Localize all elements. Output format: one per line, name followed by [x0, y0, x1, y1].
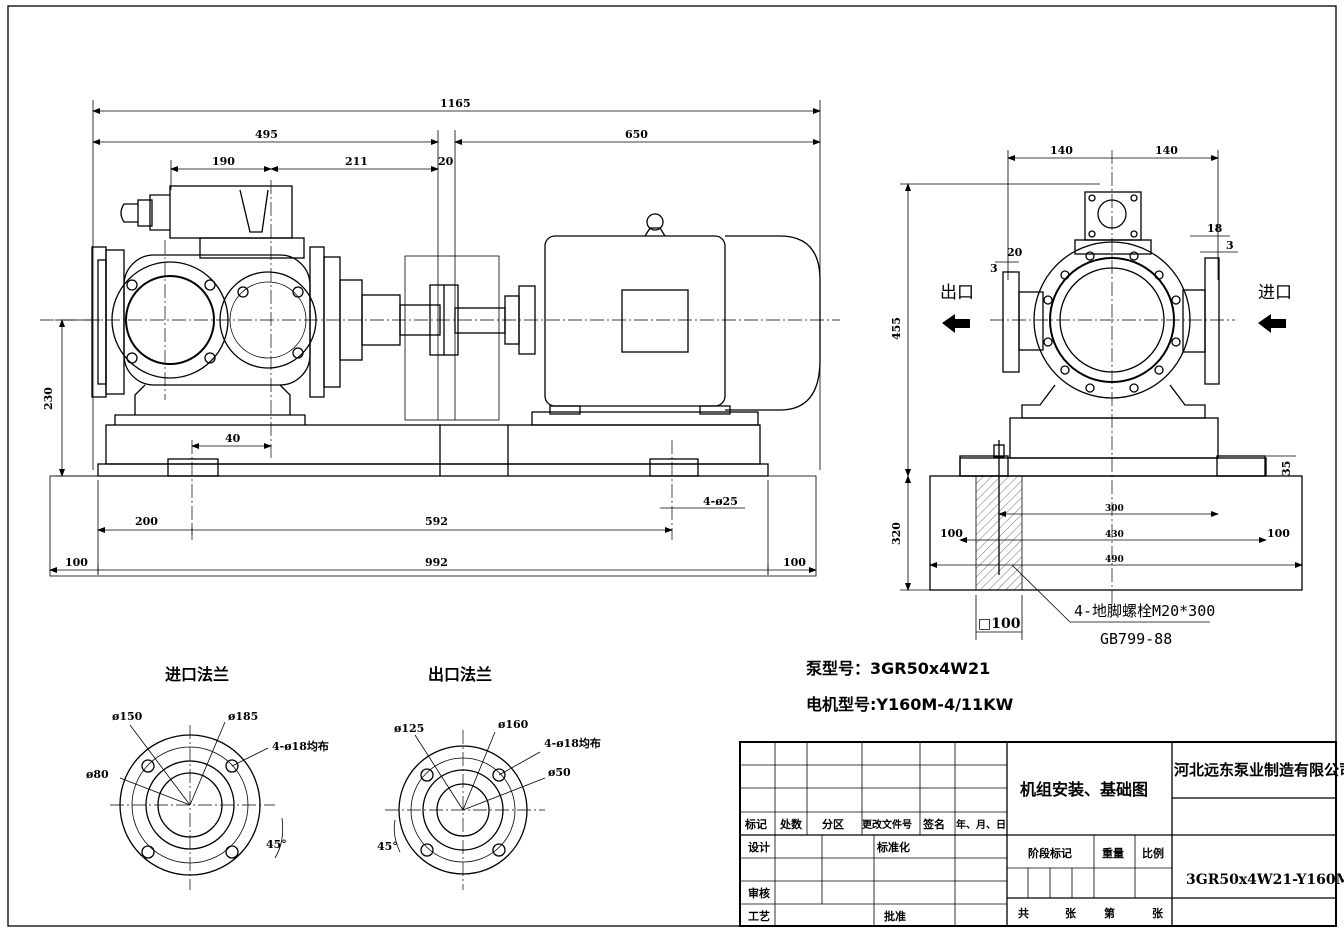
motor-model: 电机型号:Y160M-4/11KW — [806, 695, 1014, 714]
dim-592: 592 — [425, 515, 448, 528]
tb-approve: 批准 — [884, 909, 906, 923]
tb-total: 共 — [1018, 906, 1029, 920]
side-view: 1165 495 650 190 211 20 230 — [40, 97, 840, 577]
inlet-d80: ø80 — [86, 768, 109, 781]
dim-3-left: 3 — [990, 262, 998, 275]
dim-100-right: 100 — [783, 556, 806, 569]
dim-100-left-end: 100 — [940, 527, 963, 540]
dim-140-right: 140 — [1155, 144, 1178, 157]
bolt-standard: GB799-88 — [1100, 630, 1172, 648]
tb-sheet: 张 — [1152, 906, 1164, 920]
bolt-label: 4-地脚螺栓M20*300 — [1074, 602, 1215, 620]
inlet-holes: 4-ø18均布 — [272, 739, 329, 753]
tb-sheets: 张 — [1065, 906, 1077, 920]
title-block: 机组安装、基础图 河北远东泵业制造有限公司 3GR50x4W21-Y160M 标… — [739, 741, 1344, 927]
end-view: 140 140 455 320 — [890, 144, 1303, 648]
tb-stage: 阶段标记 — [1028, 846, 1072, 860]
dim-20-coupling: 20 — [438, 155, 454, 168]
dim-35: 35 — [1280, 461, 1293, 476]
dim-992: 992 — [425, 556, 448, 569]
tb-h-count: 处数 — [779, 817, 803, 831]
dim-40: 40 — [225, 432, 241, 445]
dim-230: 230 — [42, 387, 55, 410]
dim-455: 455 — [890, 317, 903, 340]
outlet-flange-title: 出口法兰 — [428, 665, 492, 684]
dim-3-right: 3 — [1226, 239, 1234, 252]
inlet-d150: ø150 — [112, 710, 143, 723]
tb-nth: 第 — [1104, 906, 1115, 920]
outlet-flange-view: 出口法兰 ø125 ø160 4-ø18均布 ø50 45° — [377, 665, 601, 890]
tb-h-sign: 签名 — [922, 817, 945, 831]
tb-process: 工艺 — [748, 909, 770, 923]
tb-review: 审核 — [748, 886, 770, 900]
inlet-arrow-icon — [1258, 314, 1286, 333]
tb-h-zone: 分区 — [822, 817, 844, 831]
dim-300: 300 — [1105, 504, 1124, 514]
dim-1165: 1165 — [440, 97, 471, 110]
outlet-d50: ø50 — [548, 766, 571, 779]
inlet-flange-view: 进口法兰 ø150 ø185 4-ø18均布 ø80 45° — [86, 665, 329, 890]
outlet-angle: 45° — [377, 840, 398, 853]
dim-211: 211 — [345, 155, 368, 168]
tb-company: 河北远东泵业制造有限公司 — [1174, 761, 1344, 779]
tb-scale: 比例 — [1142, 846, 1164, 860]
tb-drawing-title: 机组安装、基础图 — [1020, 780, 1148, 799]
outlet-holes: 4-ø18均布 — [544, 736, 601, 750]
tb-weight: 重量 — [1102, 846, 1124, 860]
tb-design: 设计 — [748, 840, 770, 854]
holes-4-25: 4-ø25 — [703, 495, 738, 508]
dim-18: 18 — [1207, 222, 1223, 235]
dim-200: 200 — [135, 515, 158, 528]
outlet-d160: ø160 — [498, 718, 529, 731]
inlet-d185: ø185 — [228, 710, 258, 723]
dim-430: 430 — [1105, 530, 1124, 540]
dim-20-flange: 20 — [1007, 246, 1023, 259]
dim-650: 650 — [625, 128, 648, 141]
dim-495: 495 — [255, 128, 278, 141]
inlet-label: 进口 — [1258, 283, 1292, 303]
dim-190: 190 — [212, 155, 235, 168]
inlet-angle: 45° — [266, 838, 287, 851]
outlet-label: 出口 — [940, 283, 974, 303]
dim-sq100: □100 — [978, 616, 1021, 632]
dim-490: 490 — [1105, 555, 1124, 565]
dim-140-left: 140 — [1050, 144, 1073, 157]
tb-standardize: 标准化 — [876, 840, 910, 854]
drawing-border — [7, 5, 1337, 927]
dim-320: 320 — [890, 522, 903, 545]
dim-100-left: 100 — [65, 556, 88, 569]
tb-drawing-number: 3GR50x4W21-Y160M — [1186, 872, 1344, 888]
inlet-flange-title: 进口法兰 — [165, 665, 229, 684]
tb-h-docno: 更改文件号 — [862, 818, 912, 831]
pump-model: 泵型号：3GR50x4W21 — [805, 659, 990, 678]
outlet-arrow-icon — [942, 314, 970, 333]
dim-100-right-end: 100 — [1267, 527, 1290, 540]
tb-h-date: 年、月、日 — [956, 818, 1006, 831]
tb-h-mark: 标记 — [744, 817, 767, 831]
outlet-d125: ø125 — [394, 722, 424, 735]
